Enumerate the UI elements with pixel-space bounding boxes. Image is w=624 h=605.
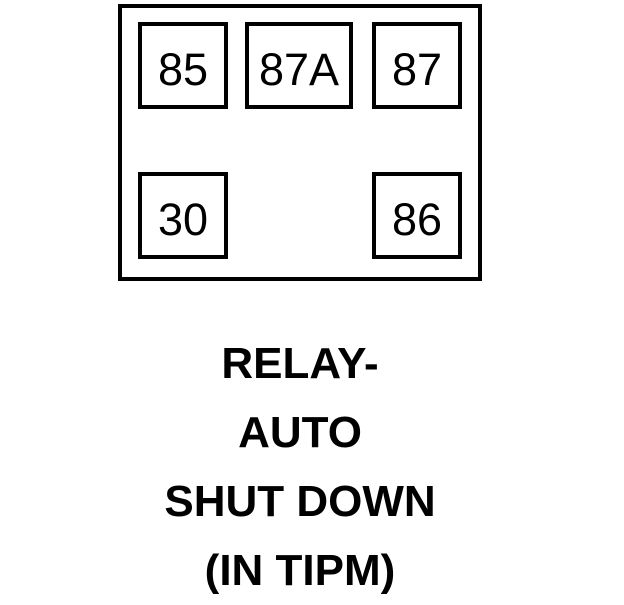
pin-87a-label: 87A	[258, 44, 340, 95]
pin-85-label: 85	[157, 44, 209, 95]
caption-line-1: RELAY-	[221, 339, 379, 388]
caption-line-2: AUTO	[238, 408, 362, 457]
pin-30-label: 30	[157, 194, 209, 245]
relay-pin-87: 87	[372, 22, 462, 109]
relay-pin-87a: 87A	[245, 22, 353, 109]
relay-caption: RELAY- AUTO SHUT DOWN (IN TIPM)	[0, 329, 600, 605]
caption-line-3: SHUT DOWN	[164, 477, 436, 526]
caption-line-4: (IN TIPM)	[204, 546, 396, 595]
relay-pin-30: 30	[138, 172, 228, 259]
pin-87-label: 87	[391, 44, 443, 95]
relay-body-outline: 85 87A 87 30 86	[118, 4, 482, 281]
relay-pin-85: 85	[138, 22, 228, 109]
pin-86-label: 86	[391, 194, 443, 245]
relay-pin-86: 86	[372, 172, 462, 259]
